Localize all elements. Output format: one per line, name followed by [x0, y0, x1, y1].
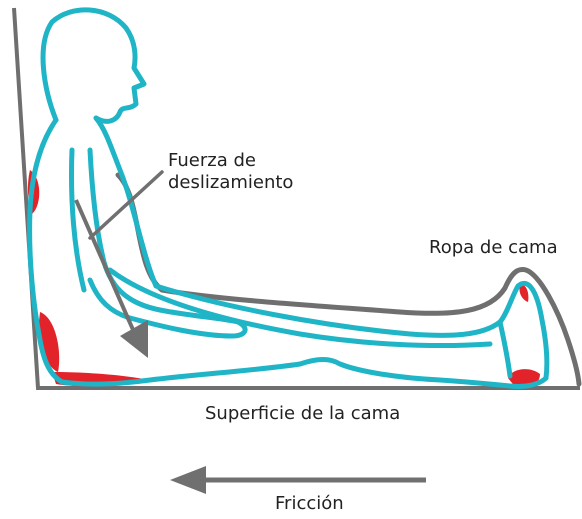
- bedding-label: Ropa de cama: [429, 237, 558, 258]
- friction-arrow: [170, 466, 426, 494]
- forearm-outline: [69, 147, 87, 293]
- foot-outline: [497, 319, 513, 379]
- bed-surface-label: Superficie de la cama: [205, 403, 401, 424]
- pressure-zone-toe: [519, 284, 529, 302]
- leg-bottom-outline: [59, 357, 549, 389]
- shear-force-label-line1: Fuerza de: [168, 150, 256, 171]
- shear-force-arrow: [74, 199, 148, 358]
- back-outline: [27, 117, 65, 385]
- shear-force-pointer: [88, 170, 164, 240]
- head-outline: [40, 7, 147, 124]
- bed-frame: [12, 7, 580, 390]
- shear-force-label-line2: deslizamiento: [168, 172, 294, 193]
- patient-body: [27, 7, 550, 389]
- bedding-sheet: [115, 172, 582, 387]
- friction-label: Fricción: [275, 493, 344, 514]
- pressure-zones: [27, 170, 540, 389]
- pressure-zone-sacrum: [38, 312, 60, 372]
- thigh-outline: [107, 267, 493, 349]
- shear-force-label: Fuerza de deslizamiento: [168, 150, 293, 194]
